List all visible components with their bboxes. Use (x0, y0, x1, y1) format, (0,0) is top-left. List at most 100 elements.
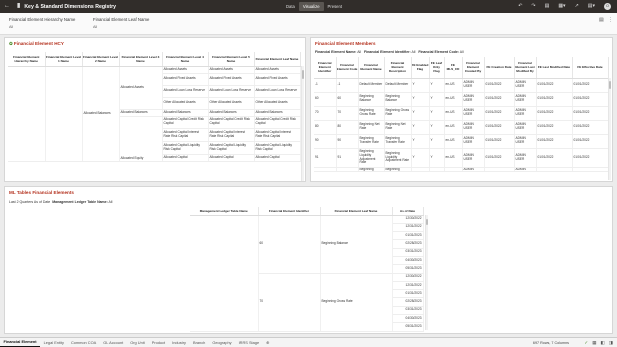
mode-data[interactable]: Data (286, 4, 295, 9)
mode-present[interactable]: Present (327, 4, 342, 9)
members-cell: ADMIN USER (514, 134, 537, 149)
filter-settings-icon[interactable]: ▤ (599, 17, 604, 23)
tab-industry[interactable]: Industry (172, 339, 186, 345)
grid-icon[interactable]: ▦ (592, 340, 597, 345)
tab-product[interactable]: Product (151, 339, 166, 345)
members-header[interactable]: Financial Element Identifier (314, 57, 337, 79)
members-header[interactable]: Financial Element Last Modified By (514, 57, 537, 79)
hcy-scrollbar[interactable] (301, 66, 304, 181)
table-row[interactable]: 02/28/2023 (190, 297, 424, 307)
hcy-header[interactable]: Financial Element Leaf Name (254, 52, 301, 67)
ml-scrollbar[interactable] (425, 215, 428, 330)
add-tab-icon[interactable]: ⊕ (266, 339, 270, 345)
check-icon[interactable]: ✓ (584, 340, 589, 345)
undo-icon[interactable]: ↶ (518, 3, 523, 9)
members-cell: ADMIN (514, 167, 537, 173)
members-header[interactable]: FE Last Modified Date (536, 57, 573, 79)
members-cell: 60 (314, 92, 337, 107)
table-row[interactable]: 04/30/2023 (190, 256, 424, 266)
members-header[interactable]: FE Leaf Only Flag (429, 57, 445, 79)
table-row[interactable]: 03/31/2023 (190, 306, 424, 316)
members-header[interactable]: FE Effective Date (572, 57, 609, 79)
menu-icon[interactable]: ▤▾ (587, 3, 595, 9)
table-row[interactable]: 12/31/2022 (190, 281, 424, 291)
tab-common-coa[interactable]: Common COA (70, 339, 97, 345)
members-header[interactable]: FE Enabled Flag (411, 57, 430, 79)
members-panel: Financial Element Members Financial Elem… (310, 37, 613, 182)
members-header[interactable]: FE MLS_CD (444, 57, 463, 79)
table-row[interactable]: Allocated Capital Liquidity Risk Capital… (8, 141, 301, 155)
tab-geography[interactable]: Geography (212, 339, 232, 345)
members-header[interactable]: Financial Element Code (336, 57, 359, 79)
ml-date-cell: 01/31/2023 (392, 289, 424, 299)
panel-left-icon[interactable]: ◧ (600, 340, 605, 345)
hcy-header[interactable]: Financial Element Level 1 Name (45, 52, 83, 67)
tab-irrs-stage[interactable]: IRRS Stage (238, 339, 260, 345)
table-row[interactable]: Allocated Capital Interest Rate Risk Cap… (8, 128, 301, 142)
table-row[interactable]: 05/31/2023 (190, 322, 424, 332)
panel-right-icon[interactable]: ◨ (608, 340, 613, 345)
hcy-header[interactable]: Financial Element Level 5 Name (208, 52, 255, 67)
redo-icon[interactable]: ↷ (531, 3, 536, 9)
tab-legal-entity[interactable]: Legal Entity (43, 339, 64, 345)
members-cell: 91 (314, 148, 337, 168)
table-row[interactable]: 04/30/2023 (190, 314, 424, 324)
table-row[interactable]: 12/31/2022 (190, 223, 424, 233)
members-header[interactable]: FE Creation Date (484, 57, 515, 79)
export-icon[interactable]: ↗ (574, 3, 579, 9)
save-icon[interactable]: ▤ (544, 3, 550, 9)
table-row[interactable]: 01/31/2023 (190, 289, 424, 299)
mode-visualize[interactable]: Visualize (298, 2, 324, 11)
ml-header[interactable]: As of Date (392, 207, 424, 216)
avatar[interactable]: O (604, 3, 611, 10)
members-scrollbar[interactable] (608, 78, 611, 180)
ml-header[interactable]: Financial Element Identifier (258, 207, 321, 216)
hcy-header[interactable]: Financial Element Level 2 Name (82, 52, 120, 67)
preview-icon[interactable]: ▦▾ (558, 3, 566, 9)
tab-gl-account[interactable]: GL Account (103, 339, 124, 345)
tab-org-unit[interactable]: Org Unit (130, 339, 145, 345)
hcy-header[interactable]: Financial Element Level 4 Name (162, 52, 209, 67)
hcy-scroll-thumb[interactable] (302, 70, 304, 79)
ml-scroll-thumb[interactable] (426, 219, 428, 225)
filter-leaf[interactable]: Financial Element Leaf Name All (93, 17, 149, 29)
members-header[interactable]: Financial Element Created By (462, 57, 485, 79)
filter-leaf-label: Financial Element Leaf Name (93, 17, 150, 22)
ml-header[interactable]: Management Ledger Table Name (190, 207, 259, 216)
hcy-header[interactable]: Financial Element Hierarchy Name (8, 52, 46, 67)
table-row[interactable]: 02/28/2023 (190, 239, 424, 249)
ml-table: Management Ledger Table Name Financial E… (190, 207, 424, 332)
ml-header[interactable]: Financial Element Leaf Name (320, 207, 393, 216)
filter-hierarchy[interactable]: Financial Element Hierarchy Name All (9, 17, 75, 29)
tab-financial-element[interactable]: Financial Element (0, 338, 41, 347)
table-row[interactable]: 03/31/2023 (190, 248, 424, 258)
table-row[interactable]: 05/31/2023 (190, 264, 424, 274)
ml-filter-key: Last 2 Quarters As of Date (9, 200, 51, 204)
more-options-icon[interactable]: ⋮ (608, 17, 613, 23)
members-header[interactable]: Financial Element Name (358, 57, 385, 79)
members-scroll-thumb[interactable] (609, 81, 611, 89)
members-cell: 80 (336, 120, 359, 135)
members-cell (572, 167, 609, 173)
members-header[interactable]: Financial Element Description (384, 57, 412, 79)
table-row[interactable]: 01/31/2023 (190, 231, 424, 241)
back-arrow-icon[interactable]: ← (4, 3, 10, 9)
tab-branch[interactable]: Branch (192, 339, 206, 345)
hcy-header[interactable]: Financial Element Level 3 Name (119, 52, 163, 67)
